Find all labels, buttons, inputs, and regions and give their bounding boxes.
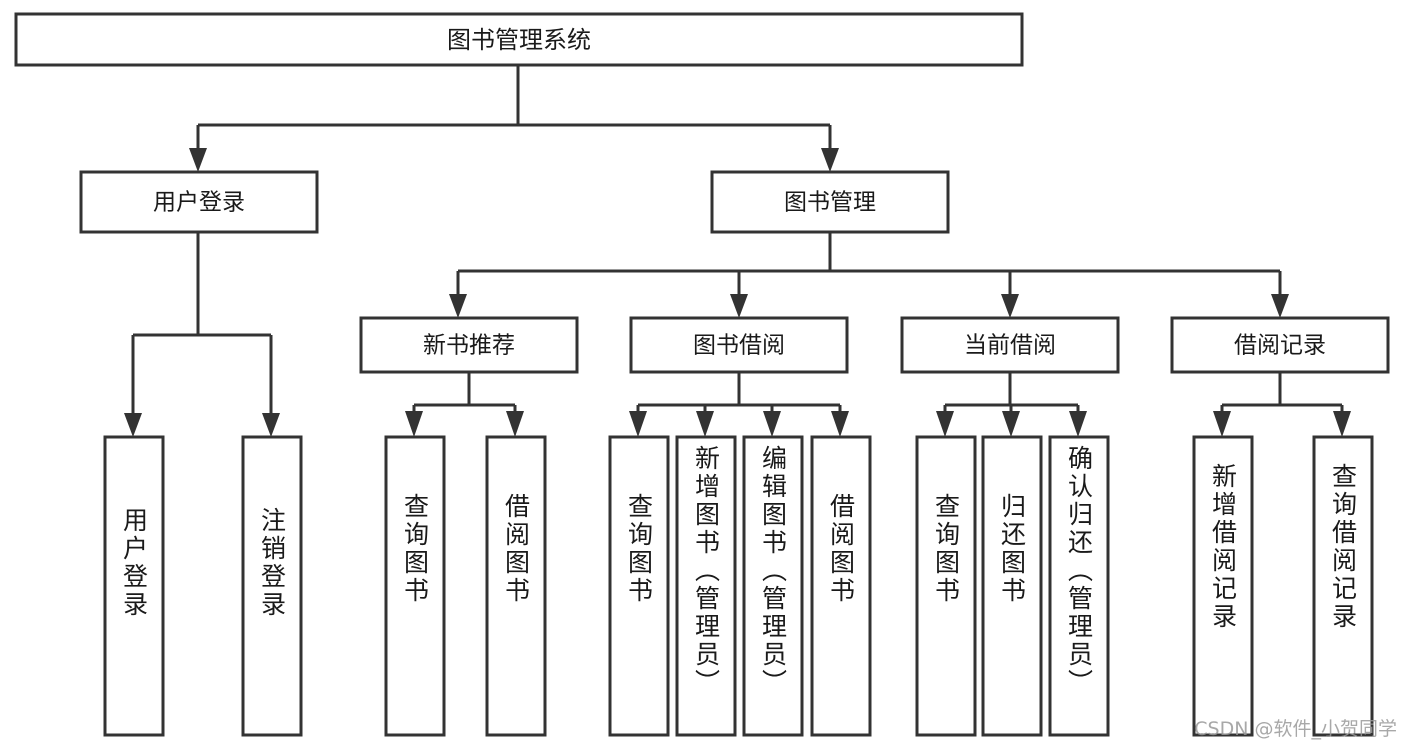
node-leaf9-box[interactable] xyxy=(915,435,977,737)
node-bookmgmt-label: 图书管理 xyxy=(784,190,876,216)
node-root-box[interactable] xyxy=(14,12,1024,67)
arrow-borrow-to-leaf8 xyxy=(831,411,849,437)
arrow-bookmgmt-to-current xyxy=(1001,294,1019,318)
node-records[interactable]: 借阅记录 xyxy=(1170,316,1390,374)
node-login[interactable]: 用户登录 xyxy=(79,170,319,234)
connectors-layer xyxy=(124,65,1351,437)
arrow-login-to-leaf2 xyxy=(262,413,280,437)
arrow-current-to-leaf9 xyxy=(936,411,954,437)
node-bookmgmt[interactable]: 图书管理 xyxy=(710,170,950,234)
arrow-borrow-to-leaf5 xyxy=(629,411,647,437)
node-leaf6-box[interactable] xyxy=(675,435,737,737)
node-leaf11-box[interactable] xyxy=(1048,435,1110,737)
node-root-label: 图书管理系统 xyxy=(447,26,591,54)
arrow-bookmgmt-to-borrow xyxy=(730,294,748,318)
node-leaf5-box[interactable] xyxy=(608,435,670,737)
node-login-label: 用户登录 xyxy=(153,190,245,216)
node-leaf8-box[interactable] xyxy=(810,435,872,737)
node-borrow-label: 图书借阅 xyxy=(693,333,785,359)
node-borrow-box[interactable] xyxy=(629,316,849,374)
leaf-boxes-layer xyxy=(103,435,1374,737)
node-borrow[interactable]: 图书借阅 xyxy=(629,316,849,374)
arrow-login-to-leaf1 xyxy=(124,413,142,437)
arrow-current-to-leaf10 xyxy=(1002,411,1020,437)
node-current-label: 当前借阅 xyxy=(964,333,1056,359)
arrow-newbook-to-leaf4 xyxy=(506,411,524,437)
arrow-bookmgmt-to-records xyxy=(1271,294,1289,318)
node-newbook-label: 新书推荐 xyxy=(423,333,515,359)
node-newbook[interactable]: 新书推荐 xyxy=(359,316,579,374)
node-bookmgmt-box[interactable] xyxy=(710,170,950,234)
arrow-bookmgmt-to-newbook xyxy=(449,294,467,318)
node-records-box[interactable] xyxy=(1170,316,1390,374)
node-current-box[interactable] xyxy=(900,316,1120,374)
node-leaf13-box[interactable] xyxy=(1312,435,1374,737)
node-newbook-box[interactable] xyxy=(359,316,579,374)
node-root[interactable]: 图书管理系统 xyxy=(14,12,1024,67)
arrow-root-to-bookmgmt xyxy=(821,148,839,172)
node-leaf1-box[interactable] xyxy=(103,435,165,737)
arrow-borrow-to-leaf6 xyxy=(696,411,714,437)
node-current[interactable]: 当前借阅 xyxy=(900,316,1120,374)
arrow-newbook-to-leaf3 xyxy=(405,411,423,437)
arrow-current-to-leaf11 xyxy=(1069,411,1087,437)
node-leaf2-box[interactable] xyxy=(241,435,303,737)
node-leaf7-box[interactable] xyxy=(742,435,804,737)
node-leaf10-box[interactable] xyxy=(981,435,1043,737)
node-leaf12-box[interactable] xyxy=(1192,435,1254,737)
node-leaf4-box[interactable] xyxy=(485,435,547,737)
arrow-borrow-to-leaf7 xyxy=(763,411,781,437)
node-login-box[interactable] xyxy=(79,170,319,234)
arrow-records-to-leaf13 xyxy=(1333,411,1351,437)
arrow-records-to-leaf12 xyxy=(1213,411,1231,437)
arrow-root-to-login xyxy=(189,148,207,172)
node-records-label: 借阅记录 xyxy=(1234,333,1326,359)
node-leaf3-box[interactable] xyxy=(384,435,446,737)
